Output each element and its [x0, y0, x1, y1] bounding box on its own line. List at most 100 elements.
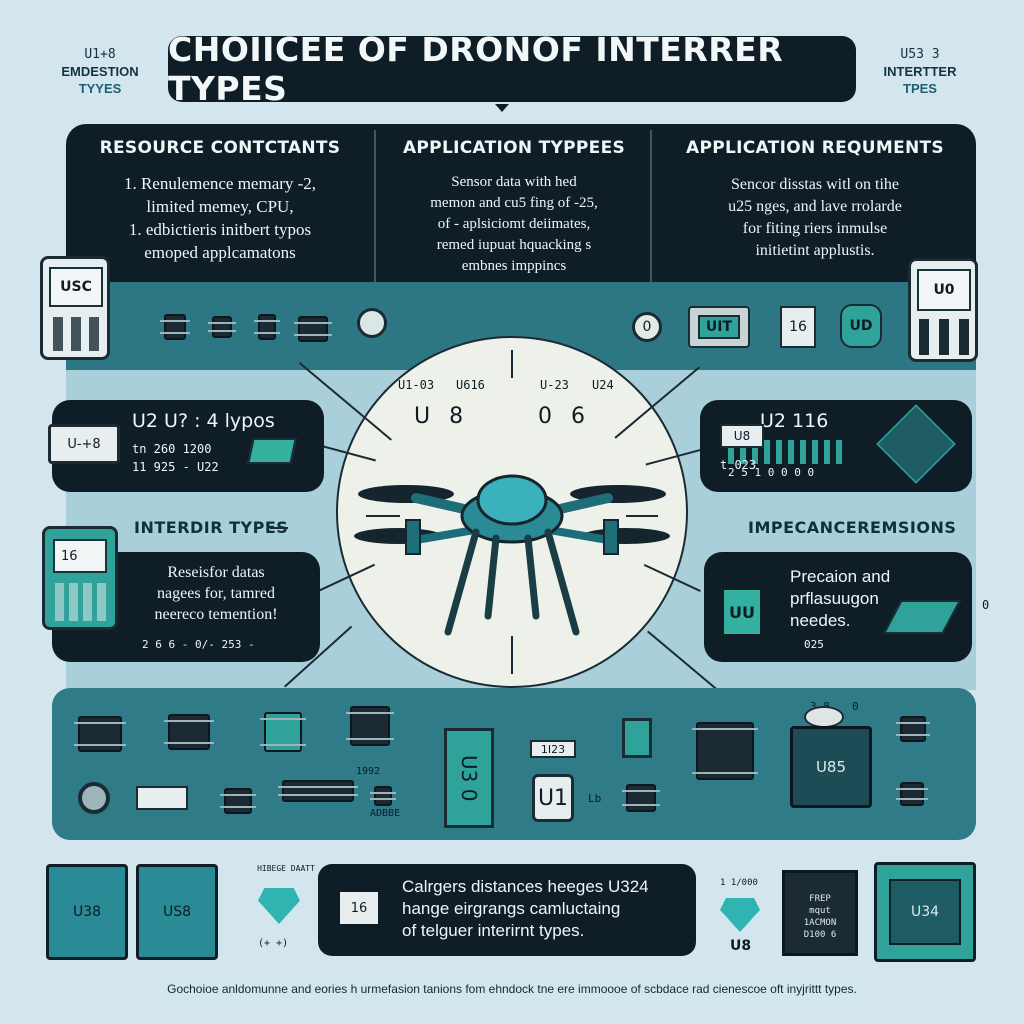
footer-caption: Gochoioe anldomunne and eories h urmefas…: [167, 982, 857, 996]
device-display: U-+8: [48, 424, 120, 464]
panel-heading: APPLICATION TYPPEES: [402, 138, 626, 158]
component-icon: [136, 786, 188, 810]
handheld-device-right: U0: [908, 258, 978, 362]
panel-line: of - aplsiciomt deiimates,: [437, 216, 591, 232]
chip-icon: [208, 316, 236, 338]
panel-line: 11 925 - U22: [132, 460, 219, 474]
dial-icon: [357, 308, 387, 338]
component-icon: [622, 718, 652, 758]
hub-big-label: U 8: [414, 404, 470, 429]
panel-heading: APPLICATION REQUMENTS: [686, 138, 944, 158]
panel-line: Sensor data with hed: [451, 174, 577, 190]
tag-label: 0: [982, 598, 990, 612]
panel-line: Reseisfor datas: [167, 564, 265, 581]
gem-icon: [258, 888, 300, 924]
chip-icon: [370, 786, 396, 806]
card-line: Calrgers distances heeges U324: [402, 877, 649, 896]
device-screen: 16: [53, 539, 107, 573]
panel-line: 2 5 1 0 0 0 0: [728, 466, 815, 479]
handheld-device-left: USC: [40, 256, 110, 360]
device-screen: USC: [49, 267, 103, 307]
corner-right-label: U53 3 INTERTTER TPES: [883, 47, 957, 96]
panel-line: tn 260 1200: [132, 442, 212, 456]
component-label: 1I23: [530, 740, 576, 758]
chip-text: 1ACMON: [803, 918, 837, 928]
chip-text: D100 6: [803, 930, 837, 940]
panel-line: initietint applustis.: [755, 242, 875, 259]
hub-label: U-23: [540, 378, 569, 392]
divider: [374, 130, 376, 290]
board-label: Lb: [588, 792, 602, 805]
component-uit: UIT: [688, 306, 750, 348]
gem-sub: (+ +): [258, 938, 289, 949]
board-label: 1992: [356, 766, 381, 777]
label-rule: [270, 527, 288, 529]
panel-heading: RESOURCE CONTCTANTS: [99, 138, 341, 158]
chip-icon: [278, 780, 358, 802]
device-display: U8: [720, 424, 764, 448]
keypad-icon: [919, 319, 969, 355]
labeled-chip: FREP mqut 1ACMON D100 6: [782, 870, 858, 956]
section-label-interdir: INTERDIR TYPES: [134, 518, 289, 537]
card-device: 16: [338, 890, 380, 926]
chip-icon: [896, 782, 928, 806]
chip-u34-frame: U34: [874, 862, 976, 962]
panel-line: neereco temention!: [154, 606, 278, 623]
chip-icon: [220, 788, 256, 814]
panel-line: memon and cu5 fing of -25,: [430, 195, 598, 211]
ram-module-icon: [247, 438, 297, 464]
panel-line: embnes imppincs: [461, 258, 567, 274]
tag-label: 1 5 5: [924, 578, 961, 592]
bottom-info-card: 16 Calrgers distances heeges U324 hange …: [318, 864, 696, 956]
panel-line: 025: [804, 638, 824, 651]
panel-line: 1. edbictieris initbert typos: [128, 220, 312, 239]
drone-icon: [354, 350, 670, 674]
processor-icon: [876, 404, 956, 484]
component-u1: U1: [532, 774, 574, 822]
processor-chip-icon: [692, 722, 758, 780]
corner-left-label: U1+8 EMDESTION TYYES: [61, 47, 139, 96]
gem-sub: U8: [730, 938, 752, 954]
application-types-panel: APPLICATION TYPPEES Sensor data with hed…: [378, 124, 650, 294]
panel-line: emoped applcamatons: [144, 243, 296, 262]
card-line: of telguer interirnt types.: [402, 921, 585, 940]
panel-line: t 023: [720, 458, 757, 472]
section-label-impedance: IMPECANCEREMSIONS: [748, 518, 957, 537]
panel-heading: U2 U? : 4 lypos: [132, 410, 275, 432]
hub-label: U616: [456, 378, 485, 392]
chip-icon: [294, 316, 332, 342]
panel-line: limited memey, CPU,: [146, 197, 294, 216]
panel-line: prflasuugon: [790, 589, 879, 608]
chip-icon: [164, 714, 214, 750]
chip-icon: [896, 716, 930, 742]
chip-icon: [622, 784, 660, 812]
chip-u38: U38: [46, 864, 128, 960]
capacitor-icon: [804, 706, 844, 728]
module-tall: U3 0: [444, 728, 494, 828]
panel-line: u25 nges, and lave rrolarde: [728, 198, 902, 215]
chip-text: FREP: [809, 894, 831, 904]
card-line: hange eirgrangs camluctaing: [402, 899, 621, 918]
panel-line: 2 6 6 - 0/- 253 -: [142, 638, 255, 651]
component-uu: UU: [722, 588, 762, 636]
page-title: CHOIICEE OF DRONOF INTERRER TYPES: [168, 30, 856, 108]
chip-us8: US8: [136, 864, 218, 960]
connector-icon: [78, 782, 110, 814]
panel-line: for fiting riers inmulse: [742, 220, 888, 237]
resource-constraints-panel: RESOURCE CONTCTANTS 1. Renulemence memar…: [66, 124, 374, 294]
panel-line: 1. Renulemence memary -2,: [123, 174, 317, 193]
title-pointer: [495, 104, 509, 112]
panel-heading: U2 116: [760, 410, 829, 432]
gem-label: HIBEGE DAATT: [257, 864, 315, 873]
application-requirements-panel: APPLICATION REQUMENTS Sencor disstas wit…: [654, 124, 976, 294]
hub-label: U1-03: [398, 378, 435, 392]
hub-big-label: 0 6: [538, 404, 591, 429]
chip-icon: [74, 716, 126, 752]
panel-line: Sencor disstas witl on tihe: [731, 176, 899, 193]
calculator-device: 16: [42, 526, 118, 630]
chip-icon: [260, 712, 306, 752]
code-label: 1 1/000: [720, 878, 758, 888]
chip-icon: [160, 314, 190, 340]
component-16: 16: [780, 306, 816, 348]
big-chip: U85: [790, 726, 872, 808]
